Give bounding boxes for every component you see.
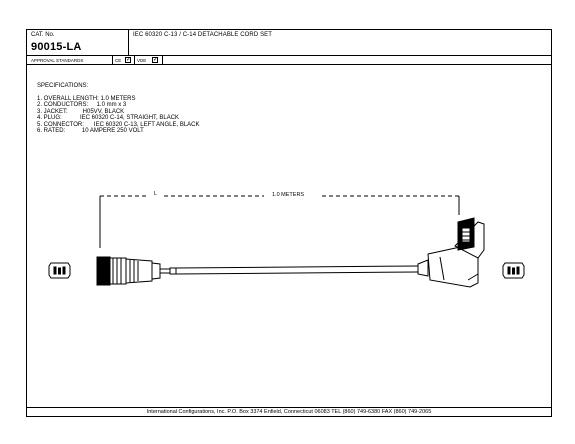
spec-row: 5. CONNECTOR: IEC 60320 C-13, LEFT ANGLE… [37,121,200,128]
cord-cable [175,265,419,275]
spec-row: 4. PLUG: IEC 60320 C-14, STRAIGHT, BLACK [37,115,180,121]
specifications-heading: SPECIFICATIONS: [37,83,89,89]
spec-row: 3. JACKET: H05VV, BLACK [37,108,125,115]
approvals-cell: APPROVAL STANDARDS [27,56,113,64]
dimension-label-length: 1.0 METERS [272,192,305,198]
dimension-label-small: L [154,191,158,197]
approvals-row: APPROVAL STANDARDS CE ✓ VDE ✓ [27,56,551,65]
spec-row: 1. OVERALL LENGTH: 1.0 METERS [37,95,136,102]
company-footer: International Configurations, Inc. P.O. … [27,407,551,416]
checkmark-icon: ✓ [125,57,132,63]
approval-ce: CE ✓ [113,56,135,64]
approval-ce-label: CE [115,57,122,63]
connector-end-icon [502,262,525,279]
straight-plug-body [96,256,177,286]
spec-row: 2. CONDUCTORS: 1.0 mm x 3 [37,102,127,108]
drawing-sheet: CAT. No. 90015-LA IEC 60320 C-13 / C-14 … [26,29,552,417]
title-block: CAT. No. 90015-LA IEC 60320 C-13 / C-14 … [27,30,551,56]
angled-connector-body [417,217,485,288]
approvals-label: APPROVAL STANDARDS [31,57,84,63]
approval-vde-label: VDE [137,57,147,63]
approval-vde: VDE ✓ [135,56,163,64]
checkmark-icon: ✓ [152,57,159,63]
cat-label: CAT. No. [31,32,55,38]
catalog-cell: CAT. No. 90015-LA [27,30,129,55]
drawing-title: IEC 60320 C-13 / C-14 DETACHABLE CORD SE… [133,32,273,38]
cat-number: 90015-LA [31,41,82,53]
plug-end-icon [48,262,71,279]
specifications-block: SPECIFICATIONS: 1. OVERALL LENGTH: 1.0 M… [37,83,200,135]
spec-row: 6. RATED: 10 AMPERE 250 VOLT [37,128,144,134]
